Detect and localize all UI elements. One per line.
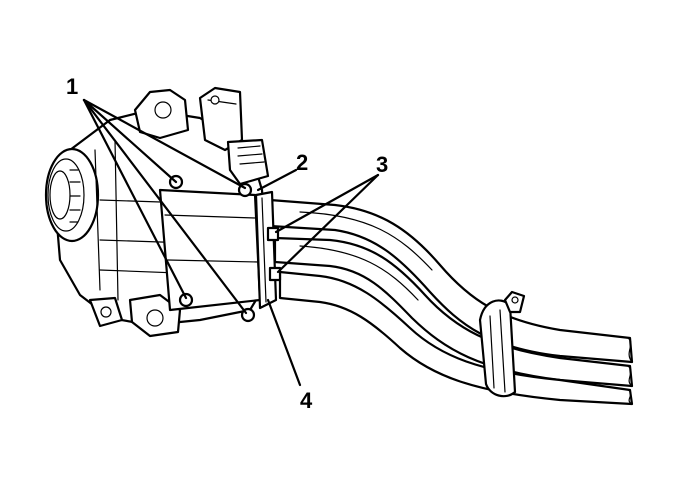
callout-3: 3 bbox=[376, 152, 388, 177]
callout-4: 4 bbox=[300, 388, 313, 413]
terminal-cover bbox=[254, 190, 282, 310]
leader-lines bbox=[82, 98, 380, 387]
callout-1: 1 bbox=[66, 74, 78, 99]
callout-2: 2 bbox=[296, 150, 308, 175]
alternator-housing bbox=[44, 86, 270, 338]
callout-labels: 1 2 3 4 bbox=[66, 74, 388, 413]
battery-cables bbox=[268, 198, 634, 406]
